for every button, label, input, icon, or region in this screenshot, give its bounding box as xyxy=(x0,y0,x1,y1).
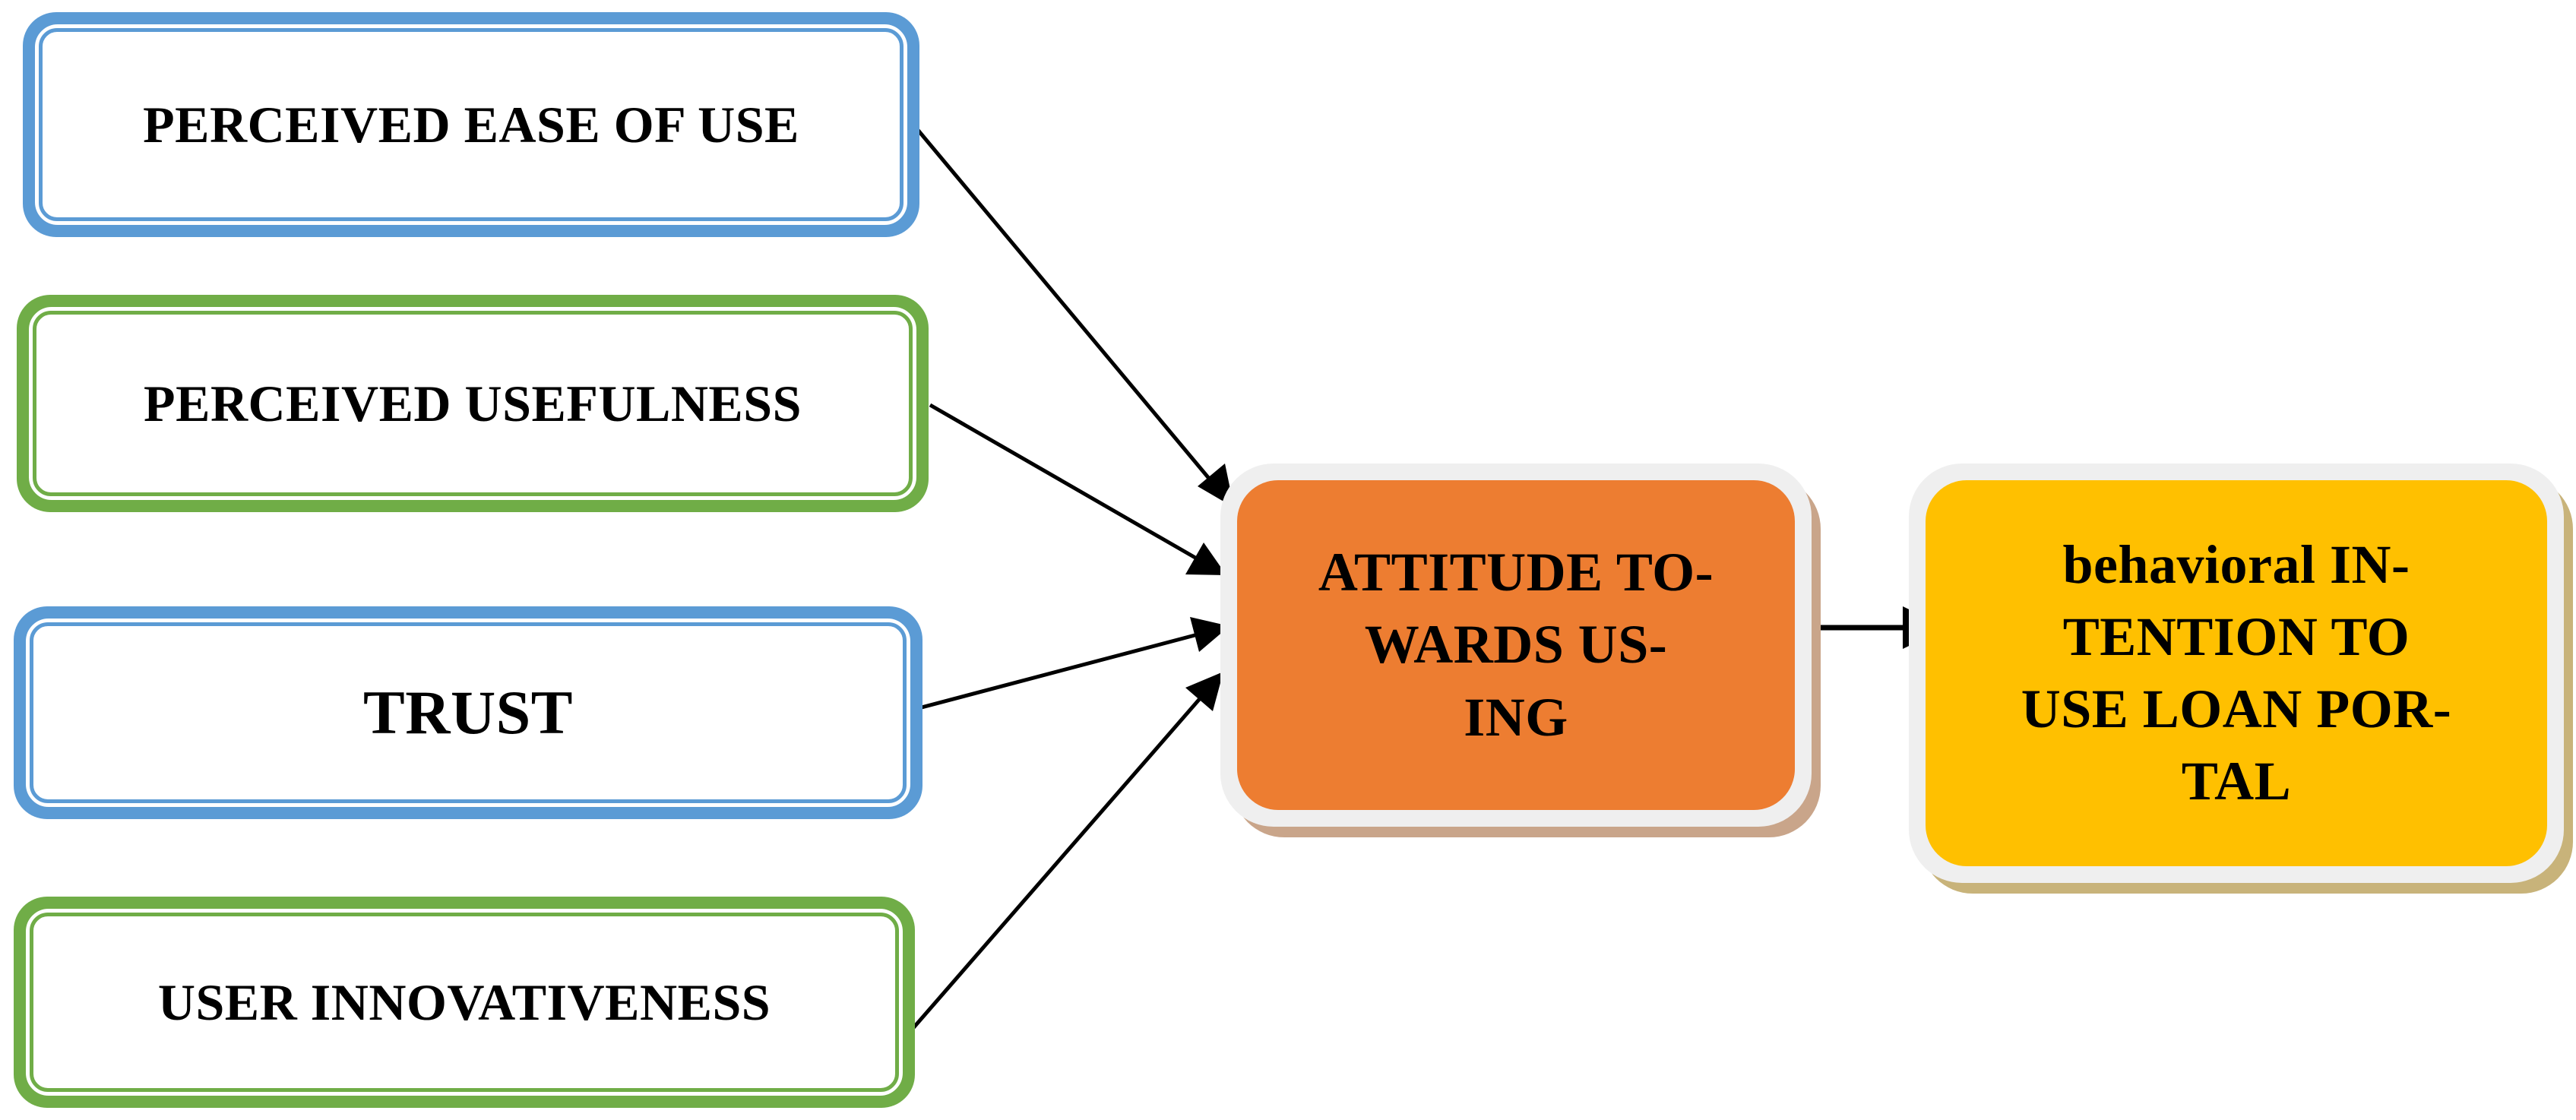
arrow-pu-to-attitude xyxy=(929,403,1226,575)
arrow-peou-to-attitude xyxy=(904,114,1234,508)
factor-user-innovativeness: USER INNOVATIVENESS xyxy=(14,897,915,1108)
factor-perceived-ease-of-use: PERCEIVED EASE OF USE xyxy=(23,12,919,237)
behavioral-intention-box: behavioral IN- TENTION TO USE LOAN POR- … xyxy=(1909,464,2564,883)
attitude-towards-using-box: ATTITUDE TO- WARDS US- ING xyxy=(1220,464,1812,827)
factor-label: TRUST xyxy=(363,678,573,747)
factor-label: USER INNOVATIVENESS xyxy=(157,973,771,1031)
factor-perceived-usefulness: PERCEIVED USEFULNESS xyxy=(17,295,929,512)
intention-label: behavioral IN- TENTION TO USE LOAN POR- … xyxy=(2021,533,2452,812)
factor-trust: TRUST xyxy=(14,606,922,819)
factor-label: PERCEIVED USEFULNESS xyxy=(144,374,802,432)
arrow-ui-to-attitude xyxy=(895,672,1223,1049)
attitude-label: ATTITUDE TO- WARDS US- ING xyxy=(1318,542,1714,748)
arrow-trust-to-attitude xyxy=(903,617,1229,714)
factor-label: PERCEIVED EASE OF USE xyxy=(143,95,799,153)
